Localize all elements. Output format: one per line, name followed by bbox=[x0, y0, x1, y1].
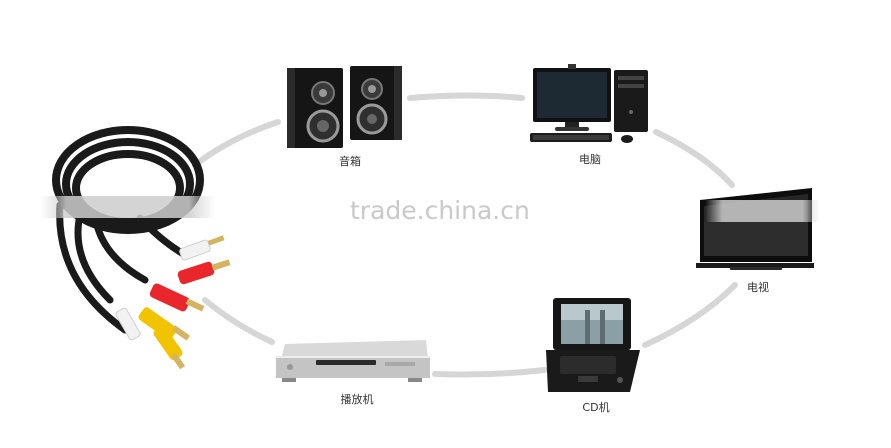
ring-arc-cable-speakers bbox=[192, 119, 281, 168]
computer-label: 电脑 bbox=[579, 153, 601, 166]
connection-ring bbox=[192, 92, 738, 378]
ring-arc-computer-tv bbox=[653, 129, 735, 188]
player-label: 播放机 bbox=[340, 393, 374, 406]
dvd-player-icon bbox=[276, 340, 430, 382]
cable-blur-band bbox=[40, 196, 215, 218]
portable-dvd-player-icon bbox=[546, 298, 640, 392]
desktop-computer-icon bbox=[530, 64, 648, 143]
speakers-icon bbox=[287, 66, 402, 148]
watermark-text: trade.china.cn bbox=[350, 196, 530, 225]
rca-av-cable-icon bbox=[52, 126, 231, 370]
ring-arc-speakers-computer bbox=[407, 92, 525, 101]
tv-blur-band bbox=[705, 200, 820, 222]
cd-player-label: CD机 bbox=[582, 401, 610, 414]
ring-arc-player-cable bbox=[202, 297, 275, 345]
tv-label: 电视 bbox=[747, 281, 769, 294]
speakers-label: 音箱 bbox=[339, 155, 361, 168]
ring-arc-cdplayer-player bbox=[432, 367, 548, 378]
ring-arc-tv-cdplayer bbox=[642, 282, 738, 348]
